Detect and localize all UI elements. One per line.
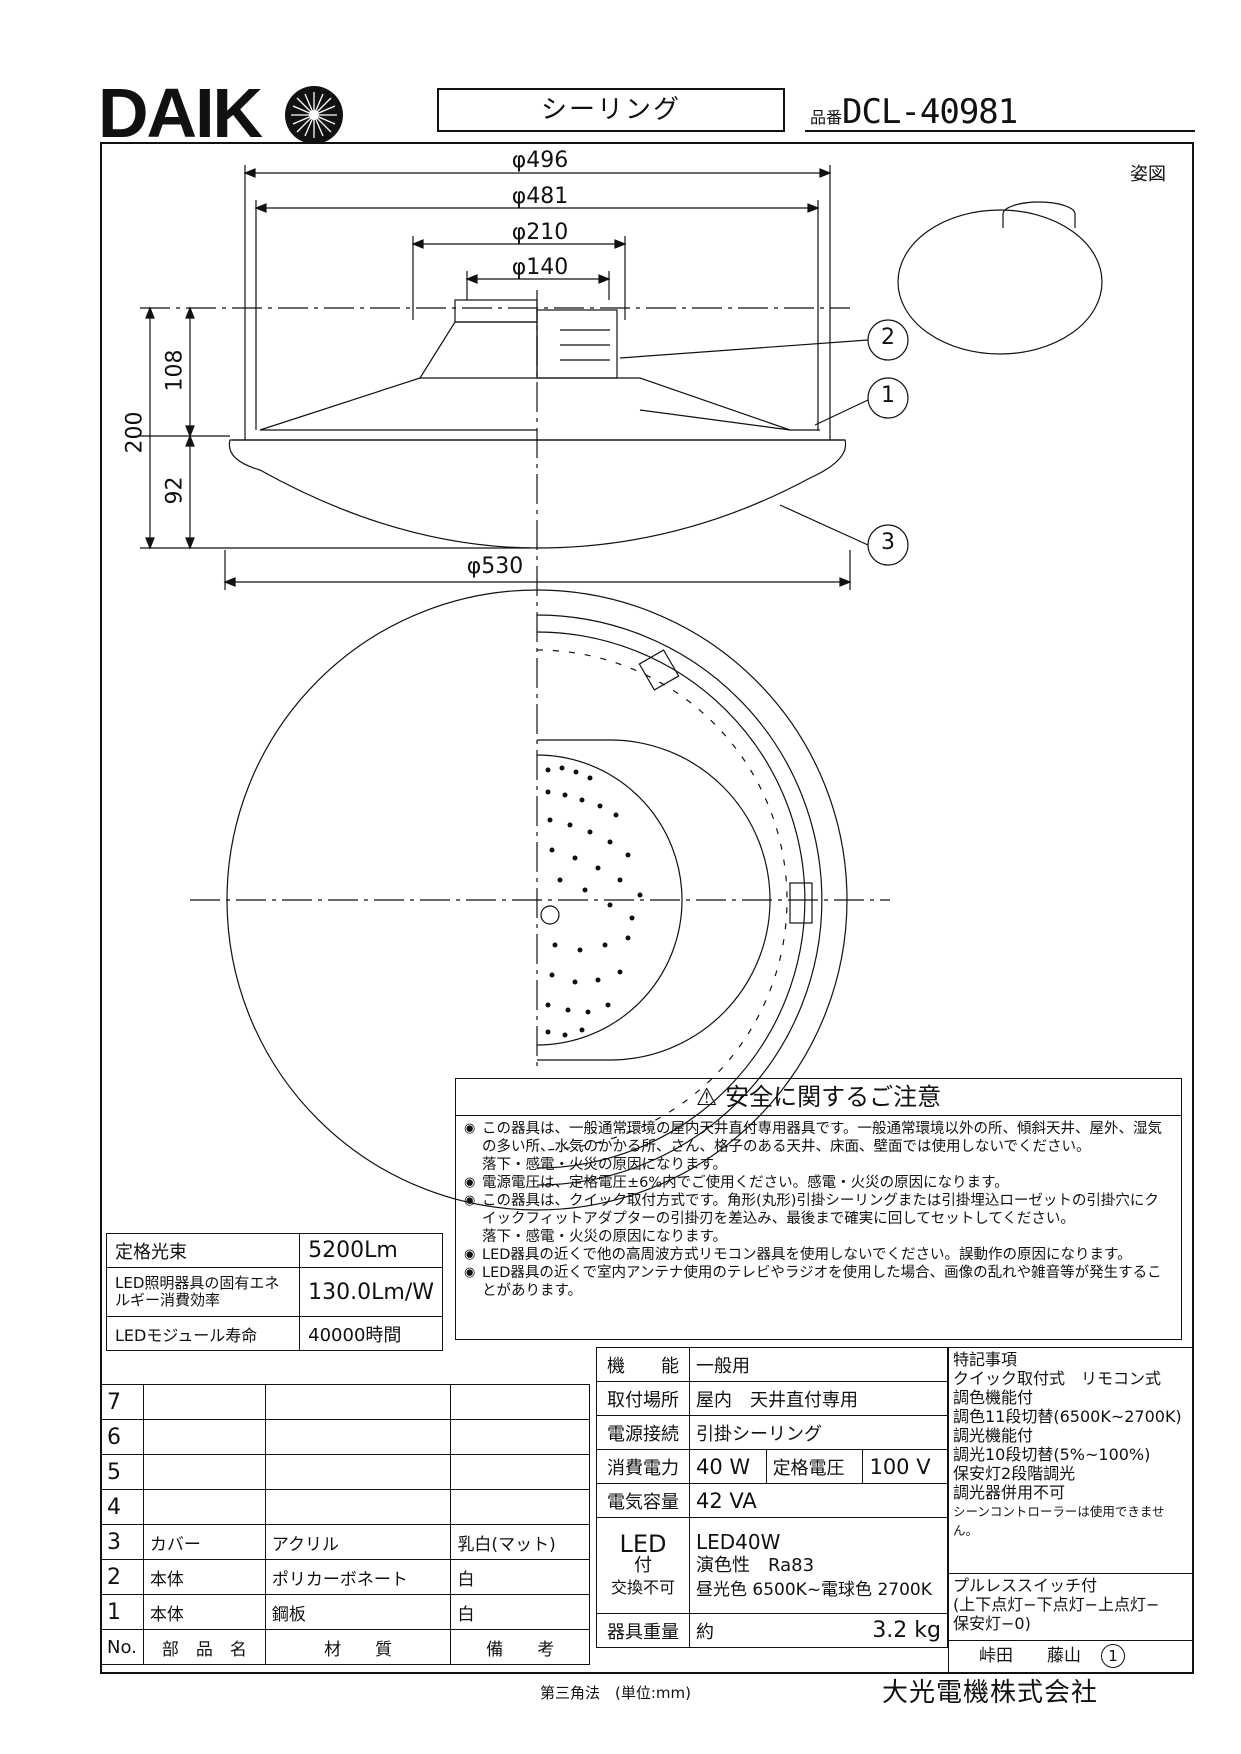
projection-note: 第三角法 (単位:mm) <box>540 1684 691 1702</box>
safety-sub: 落下・感電・火災の原因になります。 <box>482 1229 728 1245</box>
spec-value: 40000時間 <box>299 1316 443 1351</box>
company-name: 大光電機株式会社 <box>882 1678 1099 1708</box>
warning-icon: ⚠ <box>695 1083 718 1111</box>
safety-item: ◉この器具は、一般通常環境の屋内天井直付専用器具です。一般通常環境以外の所、傾斜… <box>464 1121 1163 1155</box>
bullet-icon: ◉ <box>464 1121 476 1136</box>
revision-mark: 1 <box>1101 1644 1125 1668</box>
bullet-icon: ◉ <box>464 1247 476 1262</box>
dim-label-530: φ530 <box>466 554 524 579</box>
table-row: 4 <box>100 1489 590 1525</box>
dim-label-height-92: 92 <box>162 476 188 505</box>
safety-item: ◉この器具は、クイック取付方式です。角形(丸形)引掛シーリングまたは引掛埋込ロー… <box>464 1193 1159 1227</box>
model-underline <box>805 130 1195 132</box>
brand-logo-text: DAIK <box>98 74 263 152</box>
safety-notice: ⚠ 安全に関するご注意 ◉この器具は、一般通常環境の屋内天井直付専用器具です。一… <box>455 1078 1182 1340</box>
callout-2: 2 <box>881 325 895 350</box>
perspective-label: 姿図 <box>1130 164 1166 185</box>
dim-label-height-108: 108 <box>162 349 188 392</box>
bullet-icon: ◉ <box>464 1265 476 1280</box>
spec-value: 5200Lm <box>299 1233 443 1268</box>
safety-title: ⚠ 安全に関するご注意 <box>456 1079 1181 1116</box>
table-row: 7 <box>100 1384 590 1420</box>
model-prefix: 品番 <box>810 108 843 127</box>
model-number-block: 品番DCL-40981 <box>810 92 1018 132</box>
safety-item: ◉LED器具の近くで他の高周波方式リモコン器具を使用しないでください。誤動作の原… <box>464 1247 1132 1263</box>
table-header-row: No.部 品 名材 質備 考 <box>100 1629 590 1665</box>
dim-label-496: φ496 <box>511 148 569 173</box>
spec-label: LEDモジュール寿命 <box>105 1316 301 1351</box>
dim-label-210: φ210 <box>511 220 569 245</box>
pull-switch-notes: プルレススイッチ付 (上下点灯−下点灯−上点灯− 保安灯−0) <box>948 1574 1194 1641</box>
model-number: DCL-40981 <box>842 92 1018 132</box>
bullet-icon: ◉ <box>464 1175 476 1190</box>
callout-3: 3 <box>881 530 895 555</box>
dim-label-140: φ140 <box>511 255 569 280</box>
spec-label: LED照明器具の固有エネルギー消費効率 <box>105 1267 301 1317</box>
drawing-frame <box>100 142 1194 1674</box>
safety-item: ◉電源電圧は、定格電圧±6%内でご使用ください。感電・火災の原因になります。 <box>464 1175 1009 1191</box>
dim-label-height-200: 200 <box>122 411 148 454</box>
callout-1: 1 <box>881 383 895 408</box>
spec-label: 定格光束 <box>105 1233 301 1268</box>
bullet-icon: ◉ <box>464 1193 476 1208</box>
spec-value: 130.0Lm/W <box>299 1267 443 1317</box>
table-row: 6 <box>100 1419 590 1455</box>
table-row: 5 <box>100 1454 590 1490</box>
special-notes: 特記事項 クイック取付式 リモコン式 調色機能付 調色11段切替(6500K~2… <box>948 1347 1194 1574</box>
led-dot-pattern <box>545 765 643 1038</box>
safety-sub: 落下・感電・火災の原因になります。 <box>482 1157 728 1173</box>
safety-item: ◉LED器具の近くで室内アンテナ使用のテレビやラジオを使用した場合、画像の乱れや… <box>464 1265 1162 1299</box>
product-type-box: シーリング <box>437 88 785 132</box>
dim-label-481: φ481 <box>511 184 569 209</box>
brand-sun-icon <box>285 86 343 144</box>
